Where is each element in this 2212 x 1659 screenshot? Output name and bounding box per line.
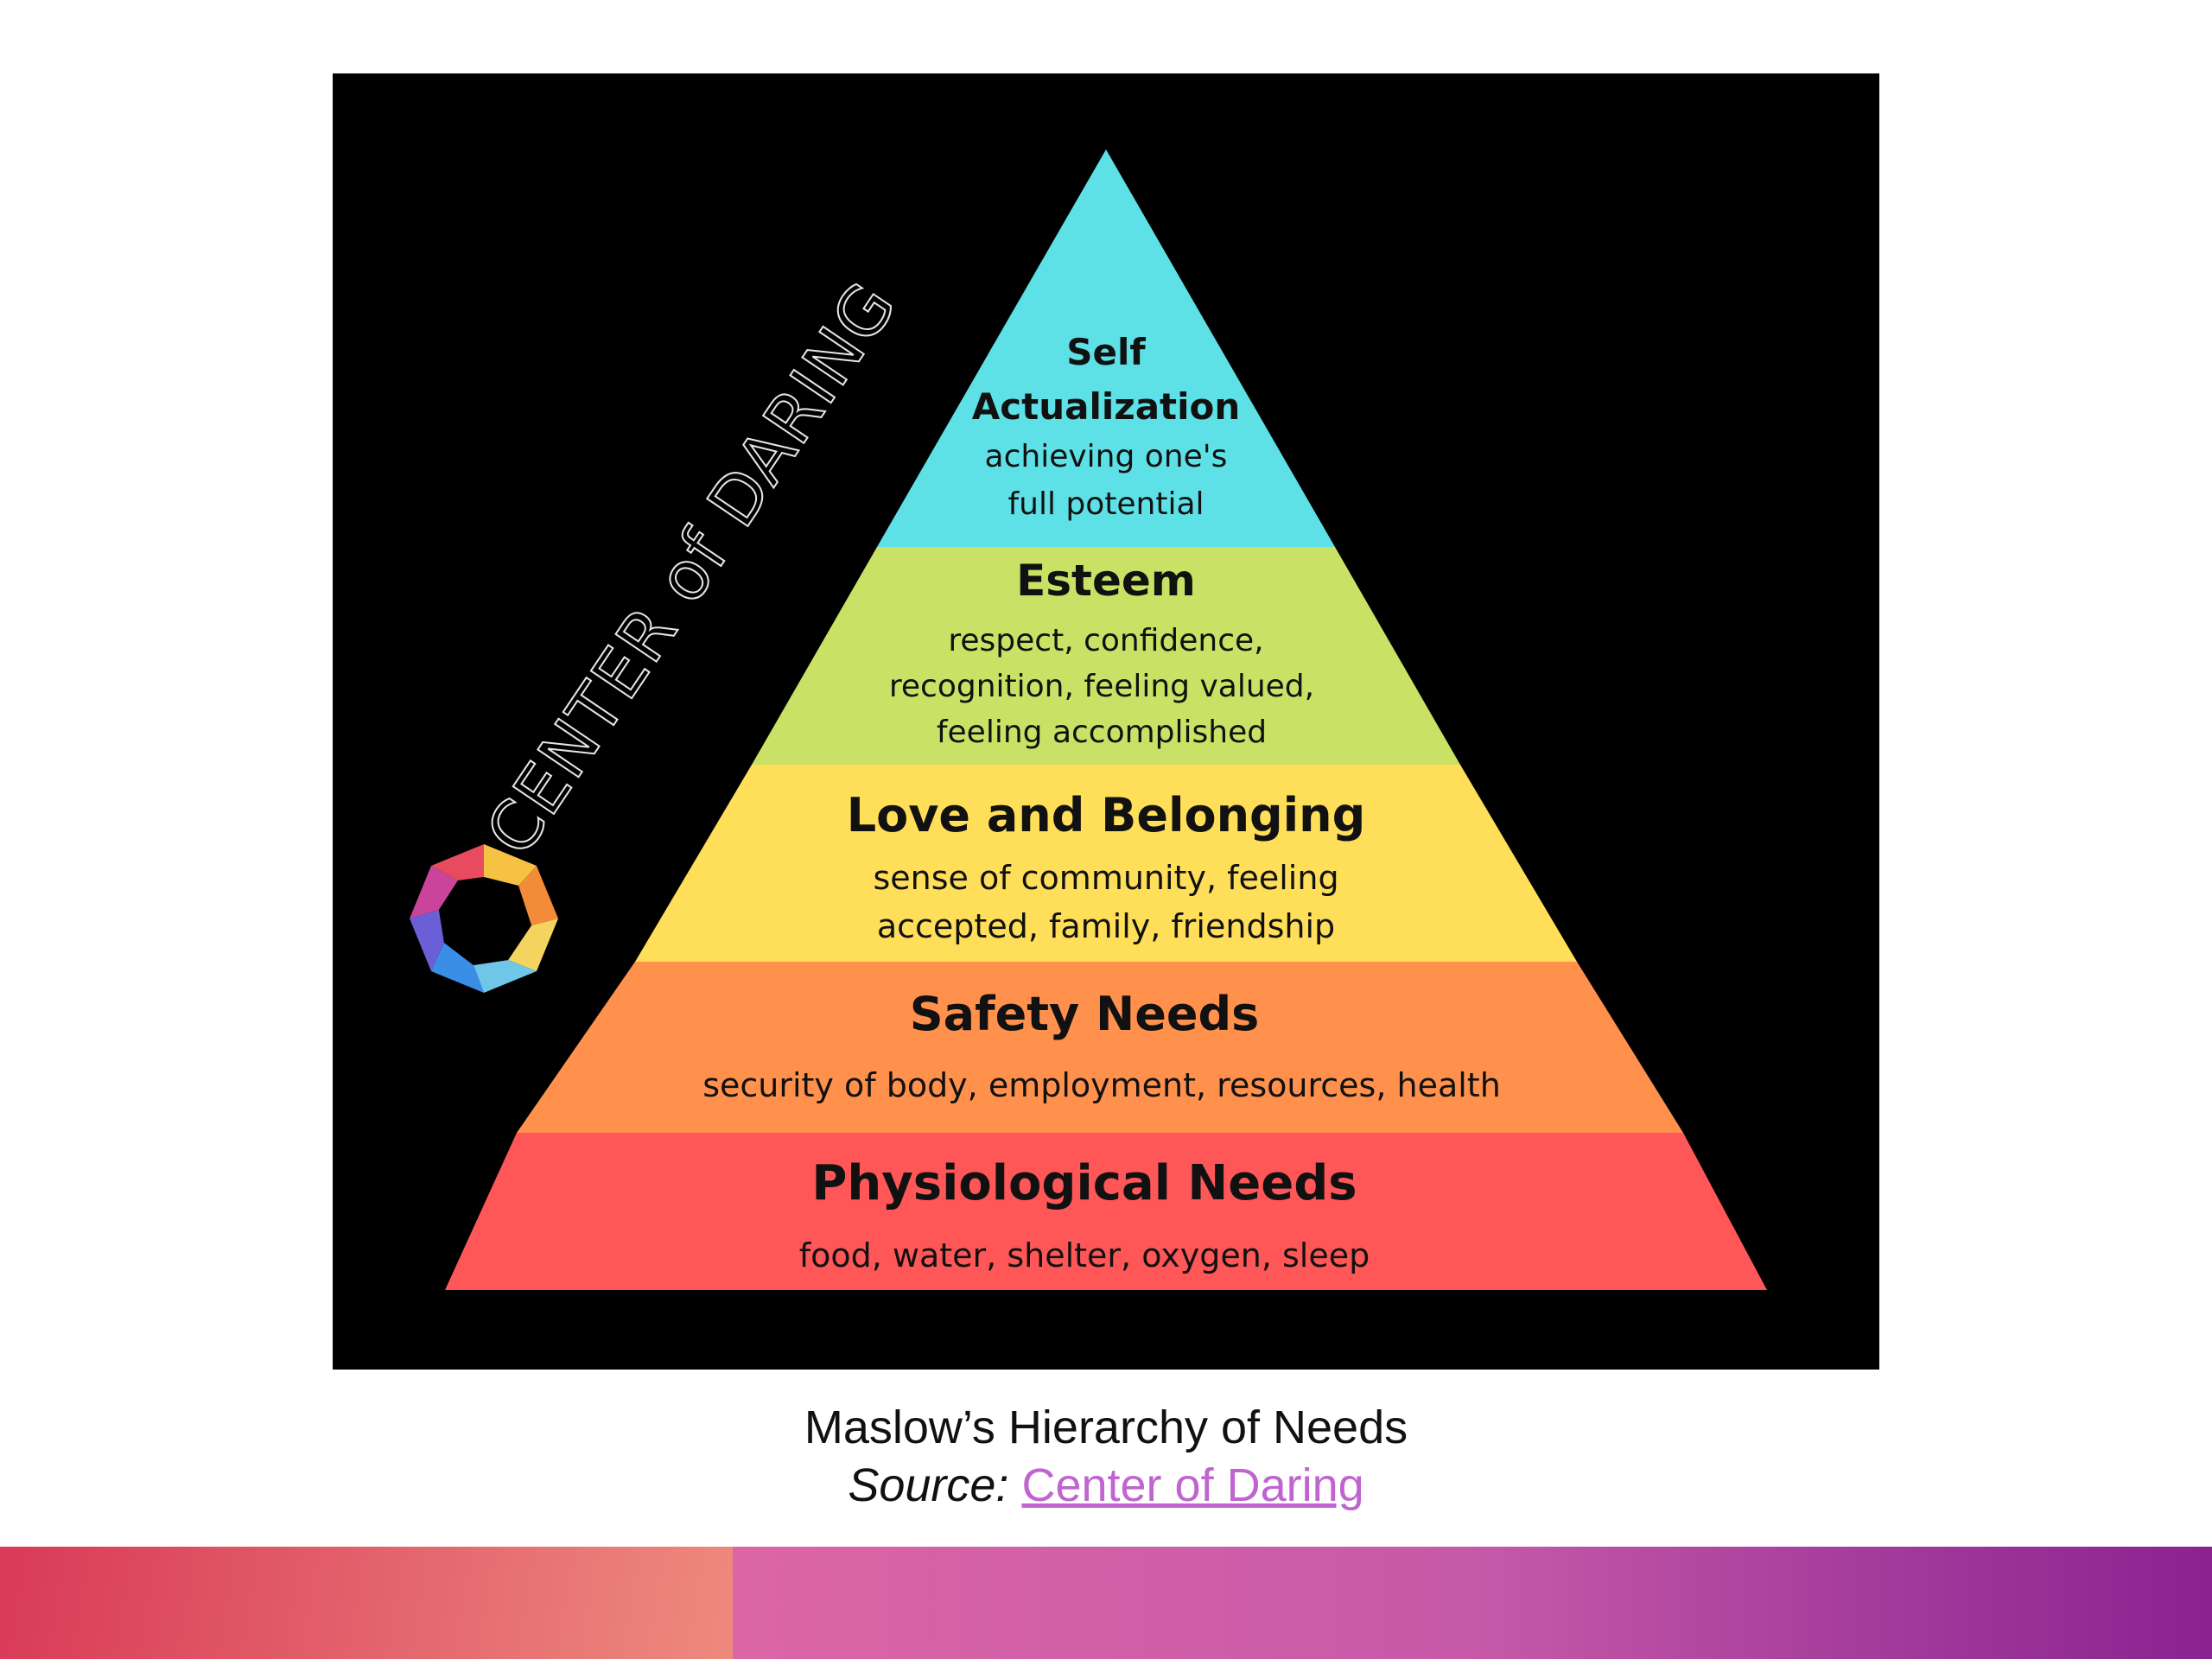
level-safety-title: Safety Needs	[910, 987, 1260, 1041]
level-love-title: Love and Belonging	[847, 788, 1366, 842]
level-self-band	[877, 149, 1335, 547]
source-link[interactable]: Center of Daring	[1021, 1459, 1364, 1511]
level-esteem-desc-3: feeling accomplished	[937, 715, 1267, 750]
caption-source: Source: Center of Daring	[0, 1455, 2212, 1516]
level-esteem-title: Esteem	[1016, 556, 1196, 606]
level-esteem-band	[752, 547, 1460, 765]
figure-caption: Maslow’s Hierarchy of Needs Source: Cent…	[0, 1400, 2212, 1516]
level-esteem-desc-2: recognition, feeling valued,	[889, 669, 1314, 704]
level-self-desc-1: achieving one's	[985, 439, 1228, 474]
level-love-desc-1: sense of community, feeling	[873, 859, 1338, 897]
maslow-pyramid-figure: Self Actualization achieving one's full …	[333, 73, 1879, 1370]
level-self-title-2: Actualization	[972, 385, 1241, 428]
level-self-title-1: Self	[1066, 331, 1146, 373]
level-safety-desc: security of body, employment, resources,…	[702, 1066, 1501, 1104]
pyramid	[445, 149, 1767, 1290]
footer-right-block	[733, 1547, 2212, 1659]
level-physio-desc: food, water, shelter, oxygen, sleep	[799, 1236, 1370, 1274]
footer-gradient-bar	[0, 1547, 2212, 1659]
level-safety-band	[517, 962, 1683, 1133]
level-self-desc-2: full potential	[1007, 486, 1204, 522]
level-love-desc-2: accepted, family, friendship	[877, 907, 1335, 945]
footer-left-block	[0, 1547, 733, 1659]
rainbow-polygon-ring-icon	[410, 844, 558, 993]
pyramid-svg: Self Actualization achieving one's full …	[410, 149, 1767, 1290]
level-esteem-desc-1: respect, confidence,	[948, 623, 1263, 658]
level-love-band	[635, 765, 1577, 962]
level-physio-title: Physiological Needs	[811, 1155, 1357, 1211]
caption-title: Maslow’s Hierarchy of Needs	[804, 1402, 1408, 1453]
level-physio-band	[445, 1133, 1767, 1290]
source-label: Source:	[848, 1459, 1009, 1511]
